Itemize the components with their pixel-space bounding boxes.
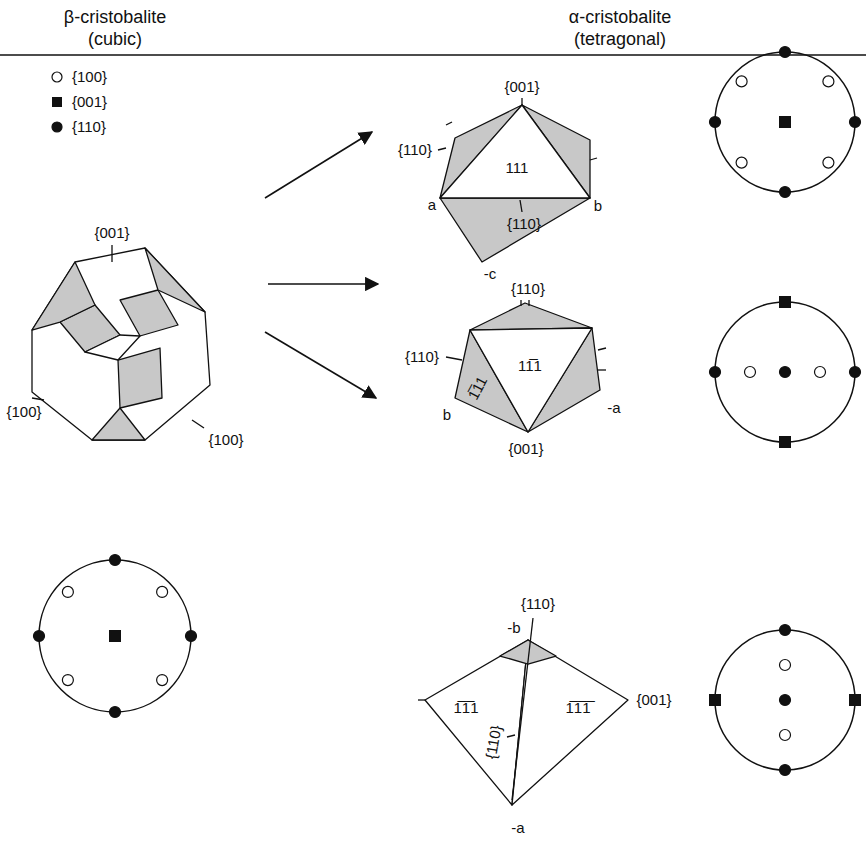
column-heading: α-cristobalite [569, 8, 671, 28]
face-label: -b [507, 620, 520, 637]
legend-row: {110} [50, 114, 107, 139]
face-label: {110} [405, 349, 439, 366]
face-label: {001} [94, 225, 129, 242]
stereographic-projection [709, 625, 861, 776]
column-heading: (cubic) [88, 30, 142, 50]
legend-row: {001} [50, 89, 107, 114]
face-label: -a [607, 400, 620, 417]
face-label: {001} [504, 79, 539, 96]
alpha-crystal-bottom [418, 618, 628, 805]
face-label: 1̅1̅1 [453, 700, 478, 717]
face-label: 11̅1 [518, 358, 542, 375]
legend-row: {100} [50, 64, 107, 89]
face-label: {110} [521, 596, 555, 613]
face-label: {100} [6, 404, 41, 421]
face-label: {001} [636, 692, 671, 709]
face-label: {110} [507, 216, 541, 233]
beta-crystal [32, 245, 210, 440]
column-heading: (tetragonal) [574, 30, 666, 50]
stereographic-projection [710, 47, 861, 198]
face-label: {110} [398, 142, 432, 159]
header-rule [0, 54, 866, 56]
legend-symbol [50, 95, 64, 109]
face-label: {001} [508, 441, 543, 458]
face-label: 111 [506, 160, 529, 177]
face-label: a [428, 197, 436, 214]
face-label: b [443, 407, 451, 424]
legend-symbol [50, 70, 64, 84]
face-label: -a [511, 820, 524, 837]
face-label: b [594, 198, 602, 215]
alpha-crystal-top [438, 98, 597, 262]
legend-text: {110} [72, 118, 106, 135]
face-label: -c [484, 266, 497, 283]
face-label: {100} [208, 432, 243, 449]
column-heading: β-cristobalite [64, 8, 166, 28]
face-label: 1̅1̅1̅ [565, 700, 590, 717]
transition-arrow [265, 132, 378, 398]
stereographic-projection [34, 555, 197, 718]
legend-symbol [50, 120, 64, 134]
face-label: {110} [511, 281, 545, 298]
alpha-crystal-middle [446, 300, 606, 432]
legend-text: {001} [72, 93, 107, 110]
legend: {100} {001} {110} [50, 64, 107, 139]
stereographic-projection [710, 296, 861, 448]
legend-text: {100} [72, 68, 107, 85]
